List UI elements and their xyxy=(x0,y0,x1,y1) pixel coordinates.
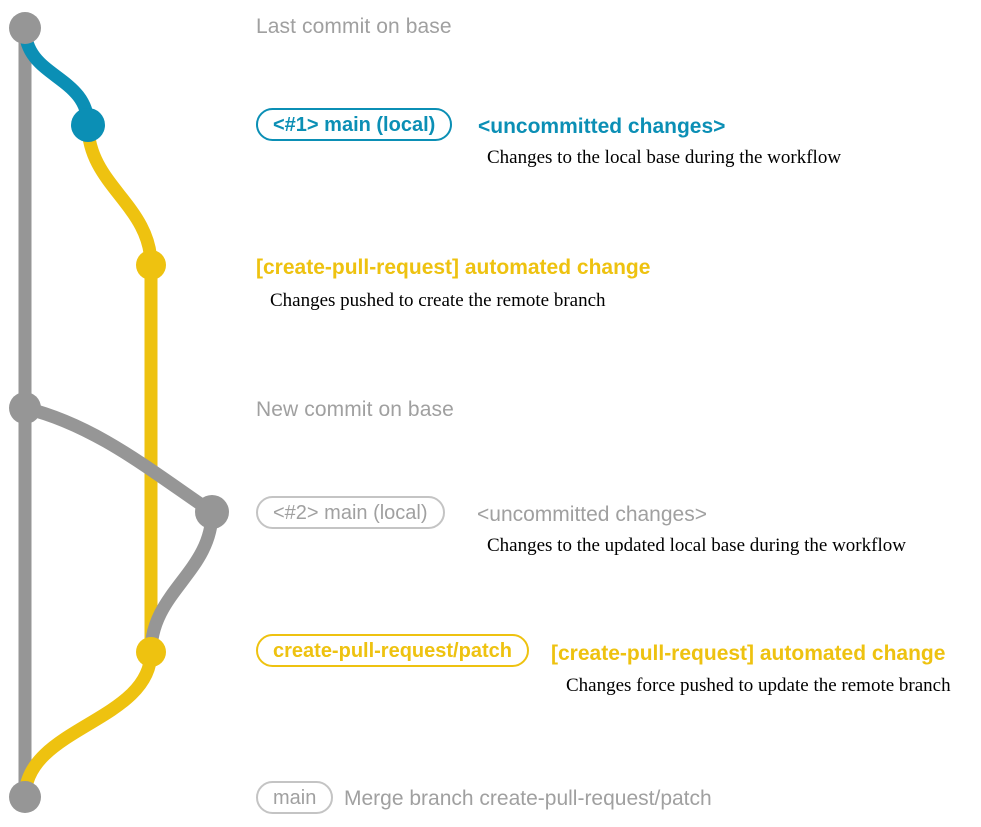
commit-note: Changes to the local base during the wor… xyxy=(487,147,842,168)
commit-note: Changes force pushed to update the remot… xyxy=(566,675,951,696)
node-automated-change-1 xyxy=(136,250,166,280)
node-local-main-1 xyxy=(71,108,105,142)
commit-subject: [create-pull-request] automated change xyxy=(256,256,651,279)
ref-pill-local-main-1[interactable]: <#1> main (local) xyxy=(256,108,453,141)
node-merge-commit xyxy=(9,781,41,813)
ref-pill-create-pull-request-patch[interactable]: create-pull-request/patch xyxy=(256,634,529,667)
commit-subject: <uncommitted changes> xyxy=(478,115,726,138)
commit-note: Changes to the updated local base during… xyxy=(487,535,906,556)
lane-updated-local-to-patch xyxy=(144,505,219,659)
commit-subject: Merge branch create-pull-request/patch xyxy=(344,787,712,810)
lane-create-pull-request-upper xyxy=(81,118,158,272)
node-last-commit-on-base xyxy=(9,12,41,44)
commit-caption: Last commit on base xyxy=(256,15,452,38)
node-local-main-2 xyxy=(195,495,229,529)
ref-pill-main[interactable]: main xyxy=(256,781,334,814)
node-new-commit-on-base xyxy=(9,392,41,424)
commit-note: Changes pushed to create the remote bran… xyxy=(270,290,606,311)
lane-patch-to-merge xyxy=(18,645,158,804)
node-automated-change-2 xyxy=(136,637,166,667)
commit-caption: New commit on base xyxy=(256,398,454,421)
commit-dots xyxy=(9,12,229,813)
commit-subject: <uncommitted changes> xyxy=(477,503,707,526)
ref-pill-local-main-2[interactable]: <#2> main (local) xyxy=(256,496,445,529)
commit-subject: [create-pull-request] automated change xyxy=(551,642,946,665)
lane-updated-local-branch xyxy=(18,401,219,519)
